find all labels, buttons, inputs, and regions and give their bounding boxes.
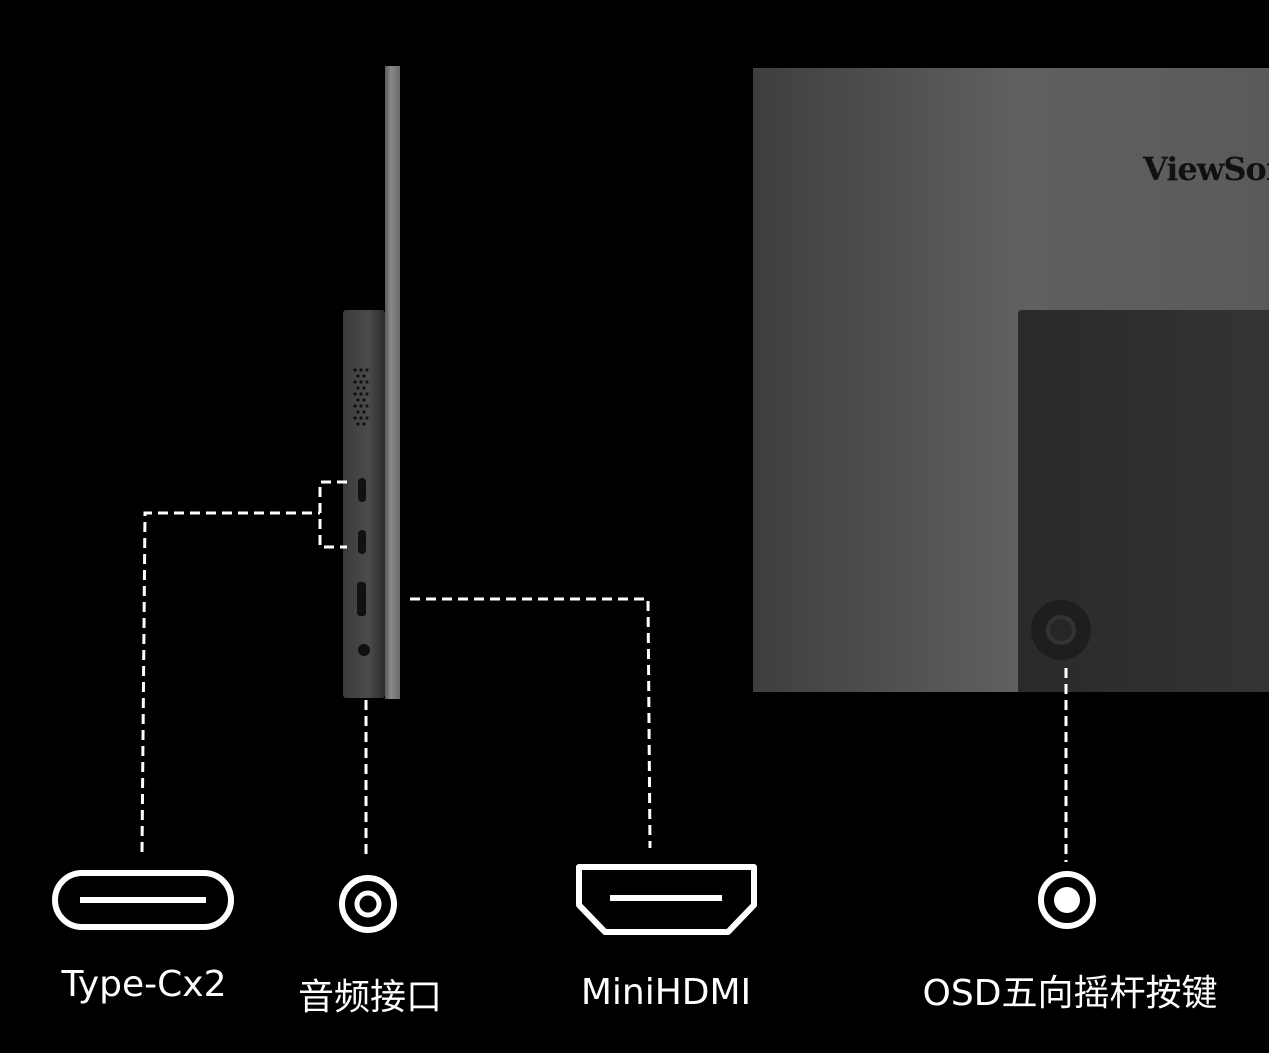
monitor-side-screen <box>385 66 400 699</box>
usb-c-port-2 <box>358 530 366 554</box>
audio-port <box>358 644 370 656</box>
usb-c-bracket <box>318 480 347 549</box>
brand-logo: ViewSonic <box>1143 150 1269 188</box>
label-type-c: Type-Cx2 <box>61 964 227 1005</box>
hdmi-leader-line <box>410 597 652 849</box>
audio-jack-icon <box>339 875 397 933</box>
mini-hdmi-port <box>357 582 366 616</box>
usb-c-icon <box>52 870 234 930</box>
joystick-button-icon <box>1038 871 1096 929</box>
speaker-grille-icon <box>353 368 369 426</box>
usb-c-port-1 <box>358 478 366 502</box>
label-mini-hdmi: MiniHDMI <box>580 972 752 1013</box>
hdmi-icon <box>576 864 757 935</box>
side-ports-illustration <box>353 368 370 656</box>
label-audio: 音频接口 <box>297 977 443 1018</box>
osd-joystick <box>1031 600 1091 660</box>
label-osd-joystick: OSD五向摇杆按键 <box>922 973 1218 1014</box>
monitor-side-body <box>343 310 385 698</box>
usb-c-leader-line <box>140 511 320 853</box>
